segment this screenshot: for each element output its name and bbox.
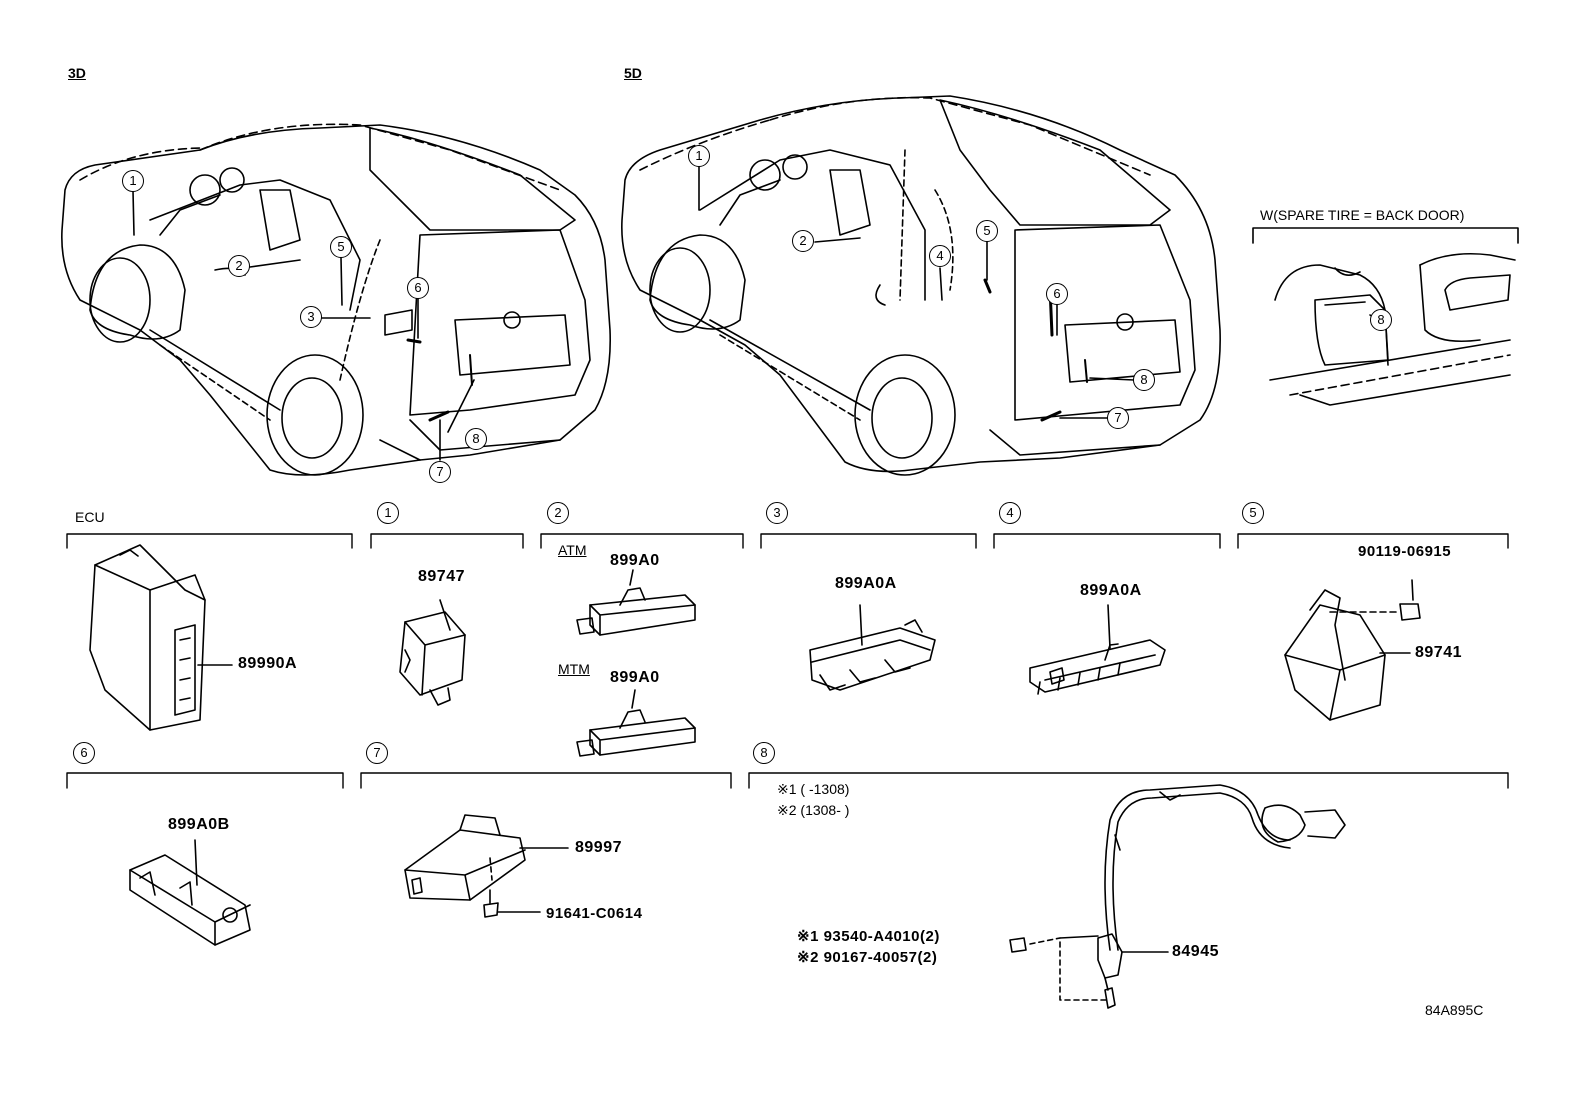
part-8-note-2: ※2 (1308- ): [777, 802, 850, 818]
vehicle-5door-illustration: [621, 95, 1221, 476]
section-4-badge: 4: [999, 502, 1021, 524]
section-6-badge: 6: [73, 742, 95, 764]
part-number-1: 89747: [418, 568, 465, 585]
callout-8-3door: 8: [465, 428, 487, 450]
spare-tire-note: W(SPARE TIRE = BACK DOOR): [1260, 207, 1465, 223]
section-brackets: [66, 533, 1509, 789]
section-2-badge: 2: [547, 502, 569, 524]
section-1-badge: 1: [377, 502, 399, 524]
callout-4-5door: 4: [929, 245, 951, 267]
part-5-illustration: [1284, 579, 1421, 721]
part-number-5: 89741: [1415, 644, 1462, 661]
part-number-8-bolt-1: ※1 93540-A4010(2): [797, 928, 940, 945]
part-8-illustration: [1009, 784, 1346, 1009]
callout-8-inset: 8: [1370, 309, 1392, 331]
part-1-illustration: [399, 599, 466, 706]
view-5door-label: 5D: [624, 65, 642, 81]
callout-1-5door: 1: [688, 145, 710, 167]
section-7-badge: 7: [366, 742, 388, 764]
part-number-2-atm: 899A0: [610, 552, 660, 569]
part-8-note-1: ※1 ( -1308): [777, 781, 850, 797]
part-number-7-bolt: 91641-C0614: [546, 905, 643, 922]
part-number-4: 899A0A: [1080, 582, 1142, 599]
part-6-illustration: [129, 839, 251, 946]
callout-7-5door: 7: [1107, 407, 1129, 429]
part-number-7: 89997: [575, 839, 622, 856]
callout-6-5door: 6: [1046, 283, 1068, 305]
callout-8-5door: 8: [1133, 369, 1155, 391]
part-number-3: 899A0A: [835, 575, 897, 592]
part-3-illustration: [809, 604, 936, 691]
callout-2-3door: 2: [228, 255, 250, 277]
callout-6-3door: 6: [407, 277, 429, 299]
part-number-5-bolt: 90119-06915: [1358, 543, 1452, 560]
mtm-label: MTM: [558, 661, 590, 677]
part-2-illustration: [576, 569, 696, 757]
part-number-2-mtm: 899A0: [610, 669, 660, 686]
part-4-illustration: [1029, 604, 1166, 695]
callout-5-5door: 5: [976, 220, 998, 242]
section-5-badge: 5: [1242, 502, 1264, 524]
vehicle-3door-illustration: [61, 123, 612, 476]
part-number-ecu: 89990A: [238, 655, 298, 672]
diagram-code: 84A895C: [1425, 1002, 1484, 1018]
callout-1-3door: 1: [122, 170, 144, 192]
section-8-badge: 8: [753, 742, 775, 764]
part-number-8: 84945: [1172, 943, 1219, 960]
part-7-illustration: [404, 814, 569, 918]
part-number-8-bolt-2: ※2 90167-40057(2): [797, 949, 938, 966]
callout-5-3door: 5: [330, 236, 352, 258]
spare-tire-inset: [1252, 227, 1519, 406]
atm-label: ATM: [558, 542, 587, 558]
section-ecu-title: ECU: [75, 509, 105, 525]
view-3door-label: 3D: [68, 65, 86, 81]
ecu-illustration: [89, 544, 233, 731]
section-3-badge: 3: [766, 502, 788, 524]
callout-3-3door: 3: [300, 306, 322, 328]
part-number-6: 899A0B: [168, 816, 230, 833]
callout-2-5door: 2: [792, 230, 814, 252]
callout-7-3door: 7: [429, 461, 451, 483]
